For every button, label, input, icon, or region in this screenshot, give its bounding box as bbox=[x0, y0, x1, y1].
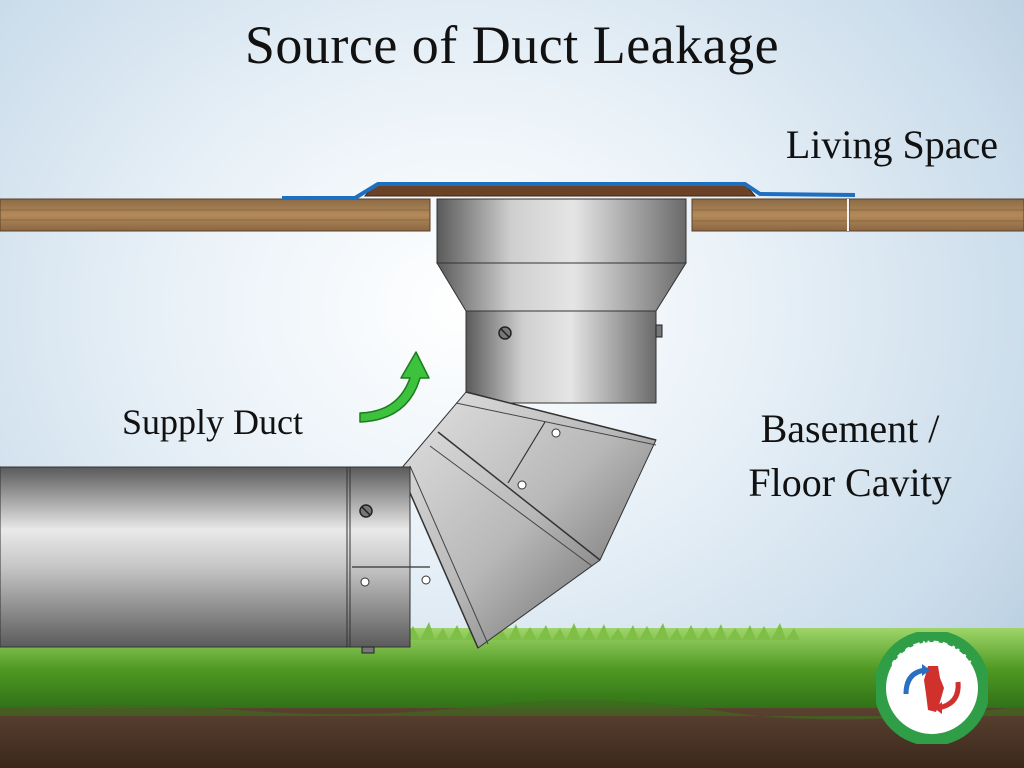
basement-label-line1: Basement / bbox=[760, 406, 940, 451]
floor bbox=[0, 198, 1024, 232]
supply-boot bbox=[436, 198, 687, 404]
elbow-fitting bbox=[399, 391, 657, 649]
basement-label-line2: Floor Cavity bbox=[748, 460, 952, 505]
slide-title: Source of Duct Leakage bbox=[244, 15, 780, 75]
supply-duct-label: Supply Duct bbox=[122, 402, 304, 442]
basement-label: Basement / Floor Cavity bbox=[730, 402, 970, 510]
geothermal-alliance-logo-icon: GEOTHERMAL ALLIANCE OF ILLINOIS bbox=[876, 632, 988, 744]
curved-up-arrow-icon bbox=[359, 351, 430, 423]
supply-duct bbox=[0, 466, 431, 654]
living-space-label: Living Space bbox=[785, 122, 998, 167]
tape-seal bbox=[282, 182, 856, 200]
